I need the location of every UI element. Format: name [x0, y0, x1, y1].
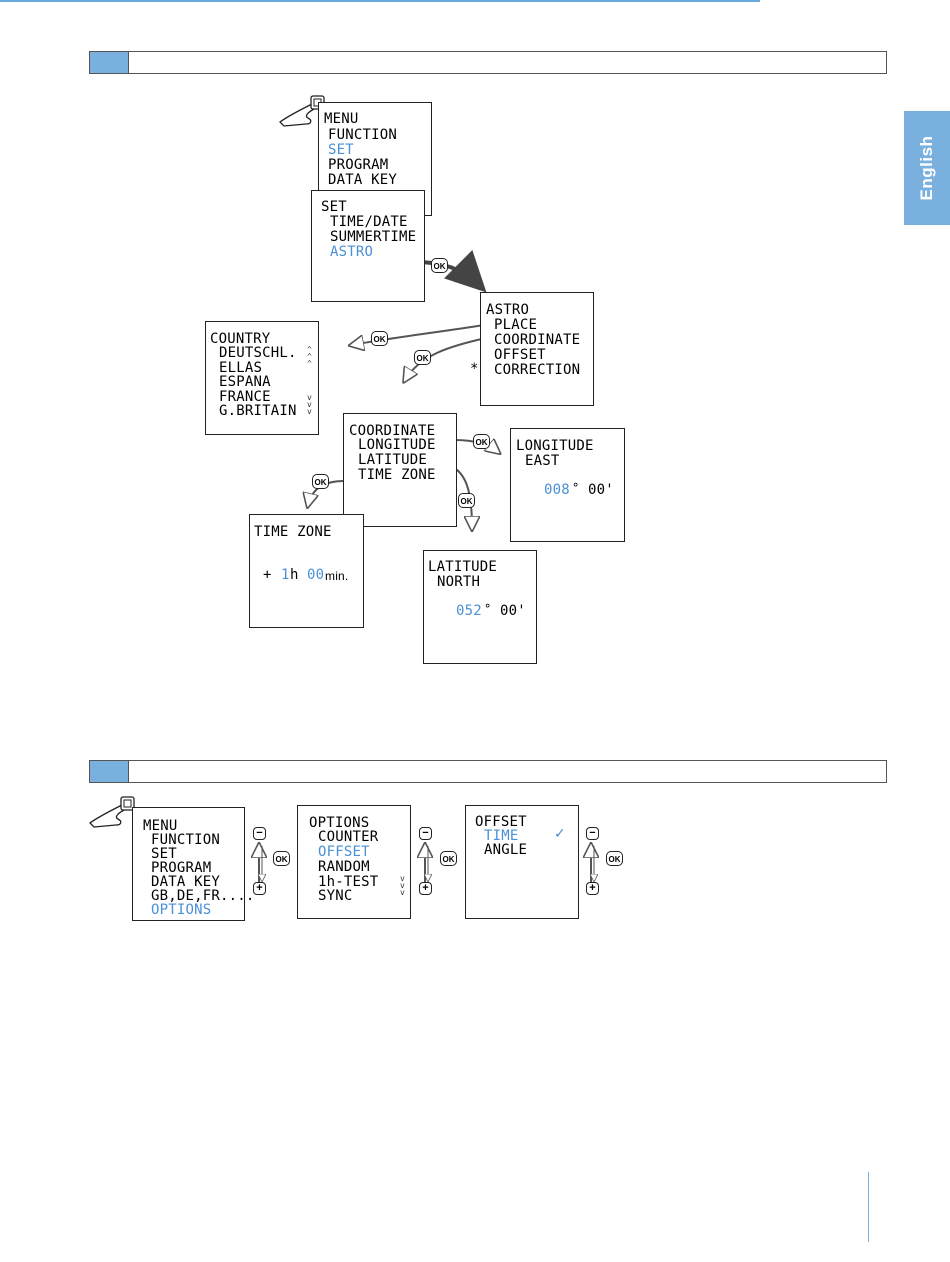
- section-header-square: [90, 761, 129, 782]
- country-item[interactable]: FRANCE: [219, 389, 271, 405]
- minus-button[interactable]: −: [253, 827, 266, 840]
- longitude-minutes[interactable]: 00': [588, 482, 614, 498]
- ok-button[interactable]: OK: [440, 851, 457, 866]
- astro-title: ASTRO: [486, 302, 530, 318]
- astro-item-coordinate[interactable]: COORDINATE: [494, 332, 581, 348]
- latitude-direction: NORTH: [437, 574, 481, 590]
- time-zone-hour-unit: h: [290, 567, 299, 583]
- plus-button[interactable]: +: [586, 882, 599, 895]
- coordinate-screen: COORDINATE LONGITUDE LATITUDE TIME ZONE: [343, 413, 457, 527]
- set-item-time-date[interactable]: TIME/DATE: [330, 214, 408, 230]
- set-title: SET: [321, 199, 347, 215]
- options-screen: OPTIONS COUNTER OFFSET RANDOM 1h-TEST SY…: [297, 805, 411, 919]
- country-item[interactable]: DEUTSCHL.: [219, 345, 297, 361]
- minus-button[interactable]: −: [419, 827, 432, 840]
- latitude-screen: LATITUDE NORTH 052 ° 00': [423, 550, 537, 664]
- ok-button[interactable]: OK: [458, 493, 475, 508]
- longitude-direction: EAST: [525, 453, 560, 469]
- degree-symbol: °: [572, 481, 580, 495]
- country-screen: COUNTRY DEUTSCHL. ELLAS ESPANA FRANCE G.…: [205, 321, 319, 435]
- longitude-title: LONGITUDE: [516, 438, 594, 454]
- menu-item-program[interactable]: PROGRAM: [151, 860, 212, 876]
- offset-item-time[interactable]: TIME: [484, 828, 519, 844]
- coordinate-item-time-zone[interactable]: TIME ZONE: [358, 467, 436, 483]
- hand-icon: [279, 95, 325, 127]
- options-item-counter[interactable]: COUNTER: [318, 829, 379, 845]
- degree-symbol: °: [484, 602, 492, 616]
- hand-icon: [89, 796, 135, 828]
- time-zone-hours[interactable]: 1: [281, 567, 290, 583]
- time-zone-sign: +: [263, 567, 272, 583]
- offset-title: OFFSET: [475, 814, 527, 830]
- set-item-astro[interactable]: ASTRO: [330, 244, 374, 260]
- section-header-bar-1: [89, 51, 887, 74]
- menu-item-language[interactable]: GB,DE,FR....: [151, 888, 255, 904]
- coordinate-item-longitude[interactable]: LONGITUDE: [358, 437, 436, 453]
- options-item-random[interactable]: RANDOM: [318, 859, 370, 875]
- country-item[interactable]: G.BRITAIN: [219, 403, 297, 419]
- scroll-down-indicator: v v v: [400, 874, 405, 897]
- country-title: COUNTRY: [210, 331, 271, 347]
- longitude-screen: LONGITUDE EAST 008 ° 00': [510, 428, 625, 542]
- ok-button[interactable]: OK: [312, 474, 329, 489]
- time-zone-title: TIME ZONE: [254, 524, 332, 540]
- menu-item-function[interactable]: FUNCTION: [151, 832, 221, 848]
- menu-screen-options: MENU FUNCTION SET PROGRAM DATA KEY GB,DE…: [132, 807, 254, 921]
- time-zone-minutes[interactable]: 00: [307, 567, 325, 583]
- ok-button[interactable]: OK: [414, 350, 431, 365]
- menu-item-data-key[interactable]: DATA KEY: [151, 874, 221, 890]
- ok-button[interactable]: OK: [606, 851, 623, 866]
- options-item-1h-test[interactable]: 1h-TEST: [318, 874, 379, 890]
- top-accent-line: [0, 0, 760, 2]
- footer-line: [868, 1172, 869, 1242]
- astro-item-offset[interactable]: OFFSET: [494, 347, 546, 363]
- coordinate-item-latitude[interactable]: LATITUDE: [358, 452, 428, 468]
- ok-button[interactable]: OK: [273, 851, 290, 866]
- astro-item-correction[interactable]: CORRECTION: [494, 362, 581, 378]
- options-item-offset[interactable]: OFFSET: [318, 844, 370, 860]
- country-item[interactable]: ELLAS: [219, 360, 263, 376]
- menu-item-options[interactable]: OPTIONS: [151, 902, 212, 918]
- astro-item-place[interactable]: PLACE: [494, 317, 538, 333]
- set-screen: SET TIME/DATE SUMMERTIME ASTRO: [311, 190, 425, 302]
- minus-button[interactable]: −: [586, 827, 599, 840]
- ok-button[interactable]: OK: [371, 331, 388, 346]
- section-header-bar-2: [89, 760, 887, 783]
- offset-screen: OFFSET TIME ✓ ANGLE: [465, 805, 579, 919]
- ok-button[interactable]: OK: [431, 258, 448, 273]
- menu-item-program[interactable]: PROGRAM: [328, 157, 389, 173]
- check-icon: ✓: [554, 826, 566, 842]
- language-tab: English: [904, 111, 950, 225]
- latitude-minutes[interactable]: 00': [500, 603, 526, 619]
- menu-item-data-key[interactable]: DATA KEY: [328, 172, 398, 188]
- menu-item-set[interactable]: SET: [328, 142, 354, 158]
- time-zone-minute-unit: min.: [325, 569, 349, 583]
- scroll-down-indicator: v v v: [307, 393, 312, 416]
- menu-title: MENU: [324, 111, 359, 127]
- longitude-degrees[interactable]: 008: [544, 482, 570, 498]
- options-title: OPTIONS: [309, 815, 370, 831]
- latitude-title: LATITUDE: [428, 559, 498, 575]
- plus-button[interactable]: +: [419, 882, 432, 895]
- scroll-up-indicator: ^ ^ ^: [307, 345, 312, 368]
- menu-item-function[interactable]: FUNCTION: [328, 127, 398, 143]
- ok-button[interactable]: OK: [473, 434, 490, 449]
- time-zone-screen: TIME ZONE + 1 h 00 min.: [249, 514, 364, 628]
- section-header-square: [90, 52, 129, 73]
- country-item[interactable]: ESPANA: [219, 374, 271, 390]
- arrow-place-country: [352, 324, 485, 345]
- plus-button[interactable]: +: [253, 882, 266, 895]
- menu-title: MENU: [143, 818, 178, 834]
- latitude-degrees[interactable]: 052: [456, 603, 482, 619]
- coordinate-title: COORDINATE: [349, 423, 436, 439]
- menu-item-set[interactable]: SET: [151, 846, 177, 862]
- arrow-coordinate: [405, 337, 487, 380]
- astro-screen: ASTRO PLACE COORDINATE OFFSET CORRECTION: [480, 292, 594, 406]
- offset-item-angle[interactable]: ANGLE: [484, 842, 528, 858]
- asterisk-note: *: [470, 361, 479, 377]
- options-item-sync[interactable]: SYNC: [318, 888, 353, 904]
- set-item-summertime[interactable]: SUMMERTIME: [330, 229, 417, 245]
